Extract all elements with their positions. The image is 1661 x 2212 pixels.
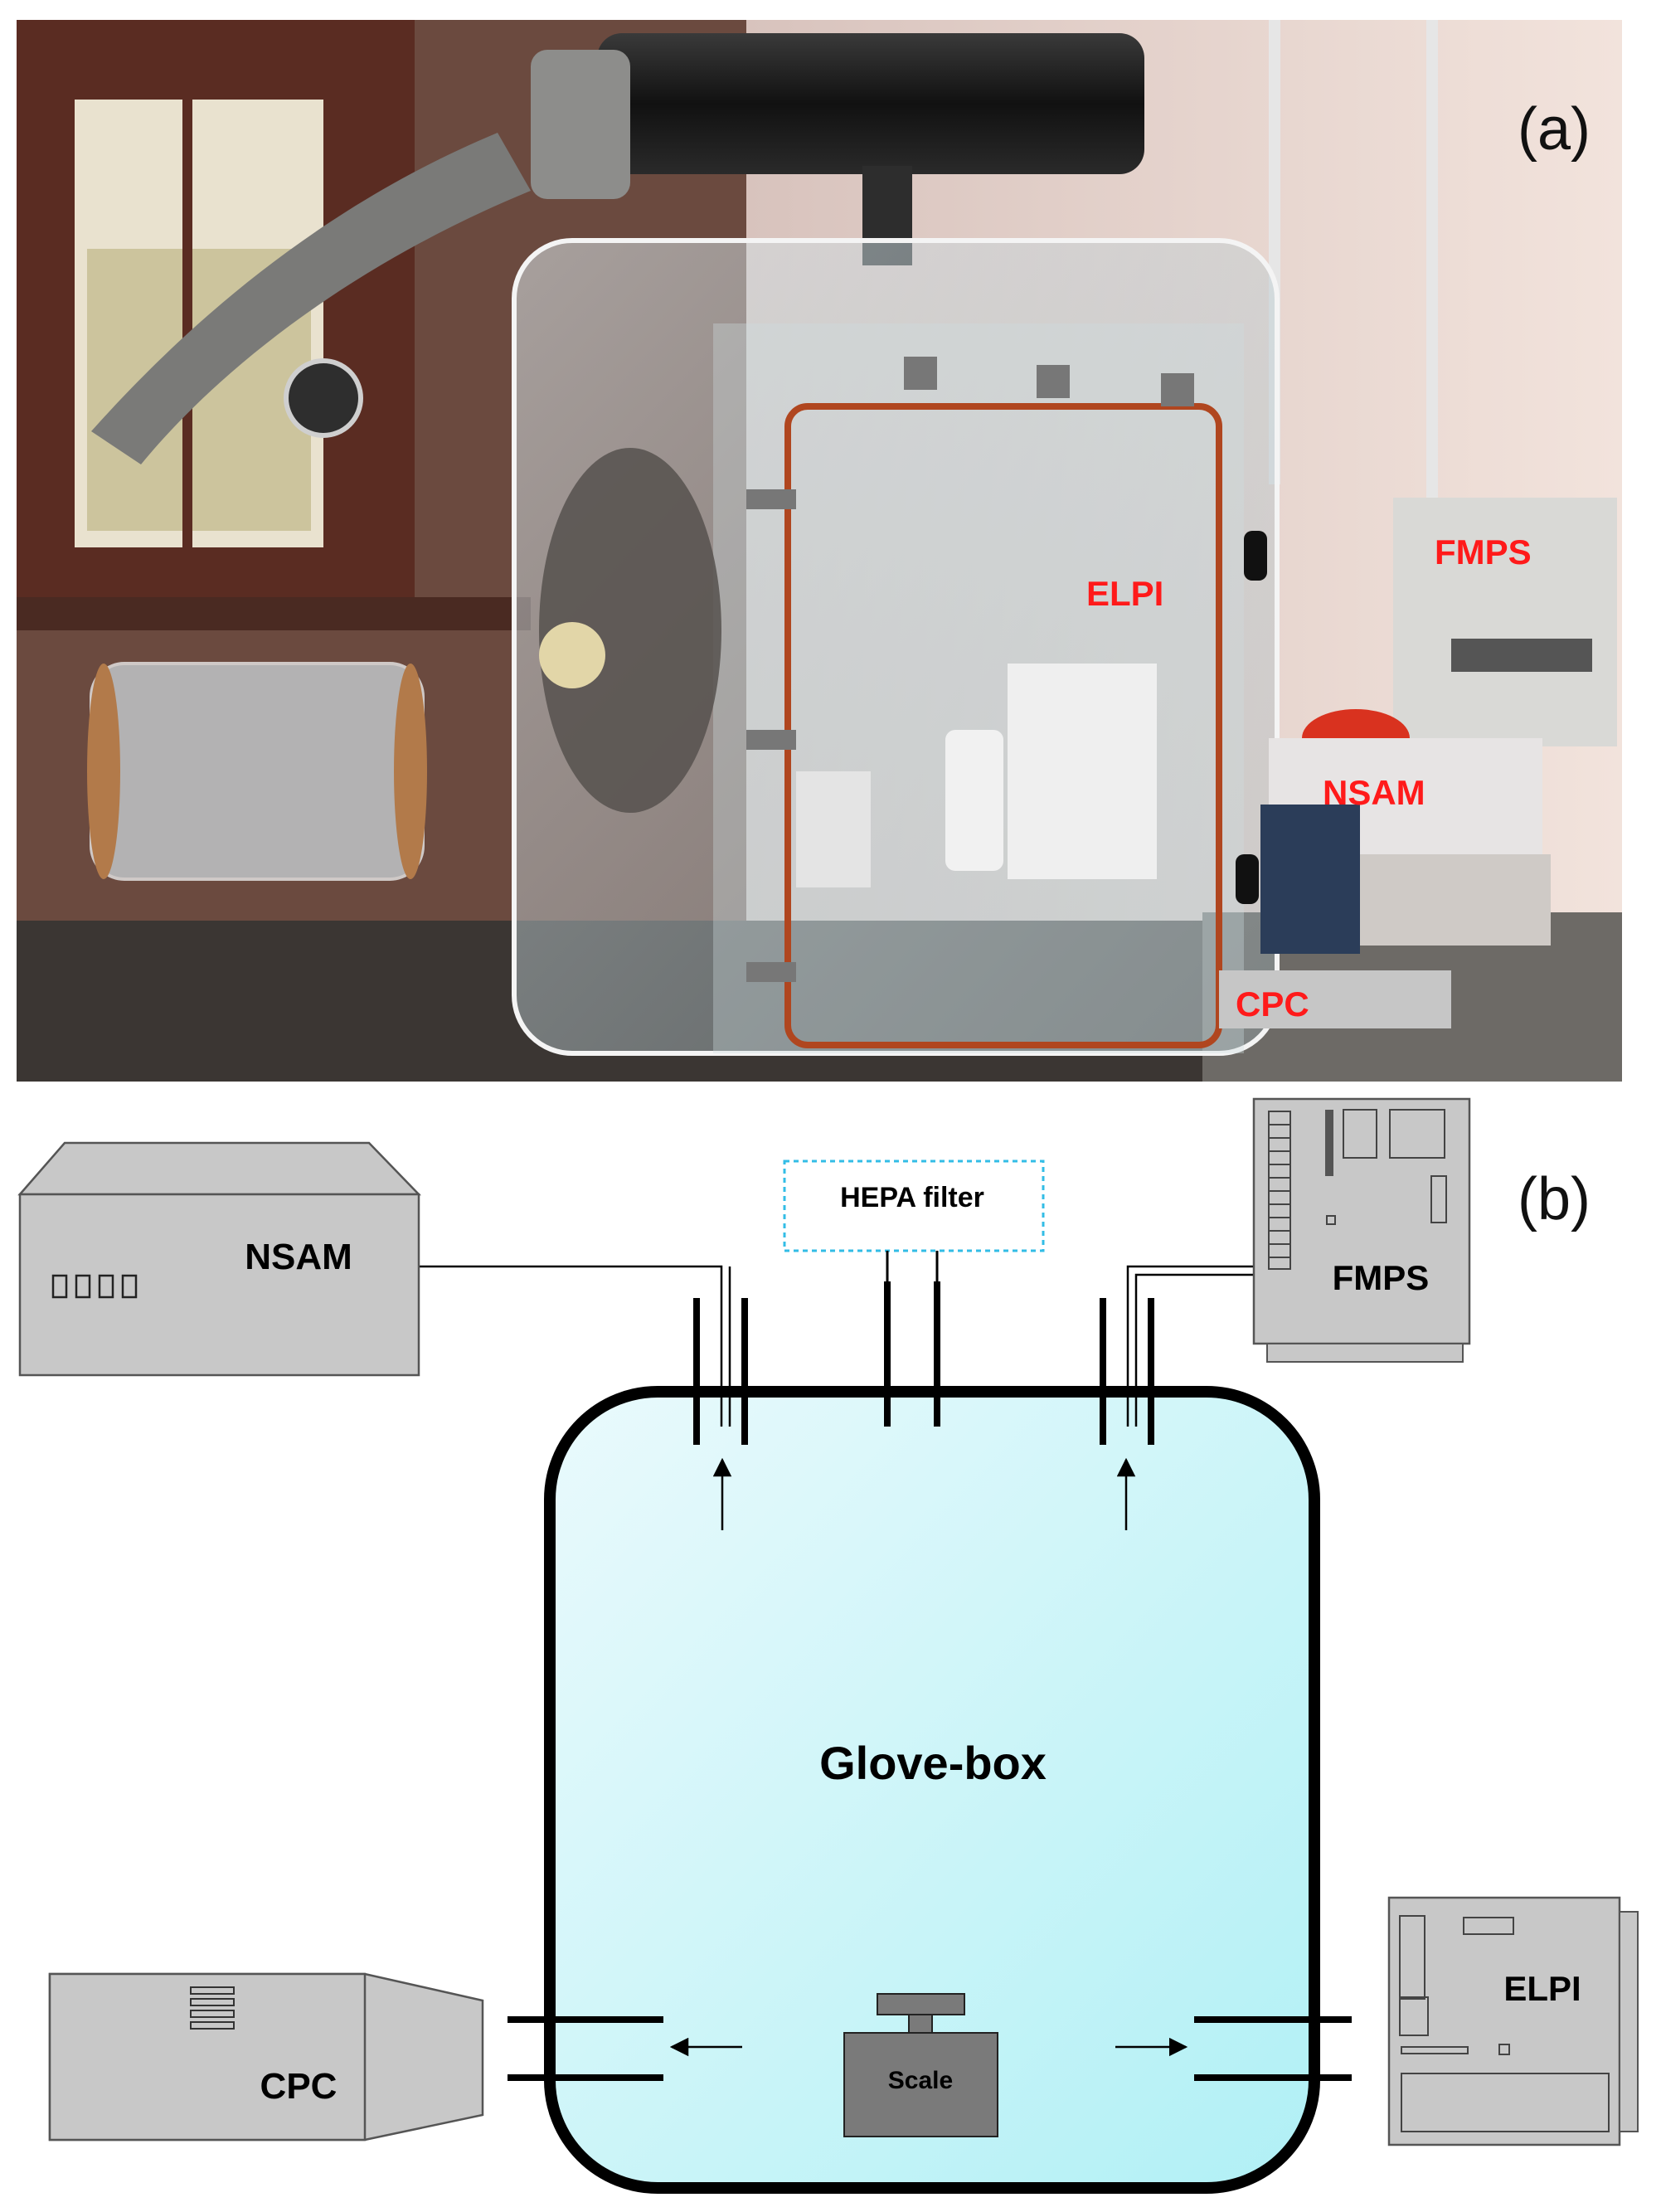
glove-box-chamber <box>544 1386 1320 2194</box>
cpc-label: CPC <box>260 2066 338 2107</box>
hepa-filter-label: HEPA filter <box>840 1182 984 1213</box>
pressure-gauge <box>284 358 363 438</box>
nsam-instrument: NSAM <box>17 1141 421 1377</box>
fmps-photo-label: FMPS <box>1435 532 1532 571</box>
side-chamber <box>90 662 425 881</box>
fan-motor <box>597 33 1144 174</box>
cpc-photo <box>1219 970 1451 1028</box>
laptop <box>1260 805 1360 954</box>
duct-hose <box>91 133 531 464</box>
elpi-label: ELPI <box>1503 1969 1581 2008</box>
panel-b-schematic: (b) Glove-box HEPA filter <box>17 1097 1639 2194</box>
scale-knob <box>877 1993 965 2015</box>
elpi-instrument: ELPI <box>1387 1896 1639 2146</box>
hepa-filter-box <box>783 1159 1045 1252</box>
panel-a-photo: (a) ELPI FMPS NSAM CPC <box>17 20 1622 1082</box>
fmps-instrument: FMPS <box>1252 1097 1471 1363</box>
cpc-photo-label: CPC <box>1236 984 1309 1023</box>
fmps-label: FMPS <box>1333 1258 1430 1297</box>
elpi-photo-label: ELPI <box>1086 574 1163 613</box>
operator <box>539 448 721 813</box>
scale-body <box>843 2032 998 2137</box>
panel-b-label: (b) <box>1518 1166 1591 1232</box>
panel-a-label: (a) <box>1518 96 1591 163</box>
glove-box-label: Glove-box <box>819 1737 1047 1789</box>
nsam-photo-label: NSAM <box>1323 773 1425 812</box>
fmps-photo <box>1393 498 1617 746</box>
scale-label: Scale <box>888 2067 953 2094</box>
bottle <box>945 730 1003 871</box>
cpc-instrument: CPC <box>48 1972 484 2142</box>
nsam-label: NSAM <box>245 1237 352 1277</box>
door-gasket <box>784 403 1222 1048</box>
